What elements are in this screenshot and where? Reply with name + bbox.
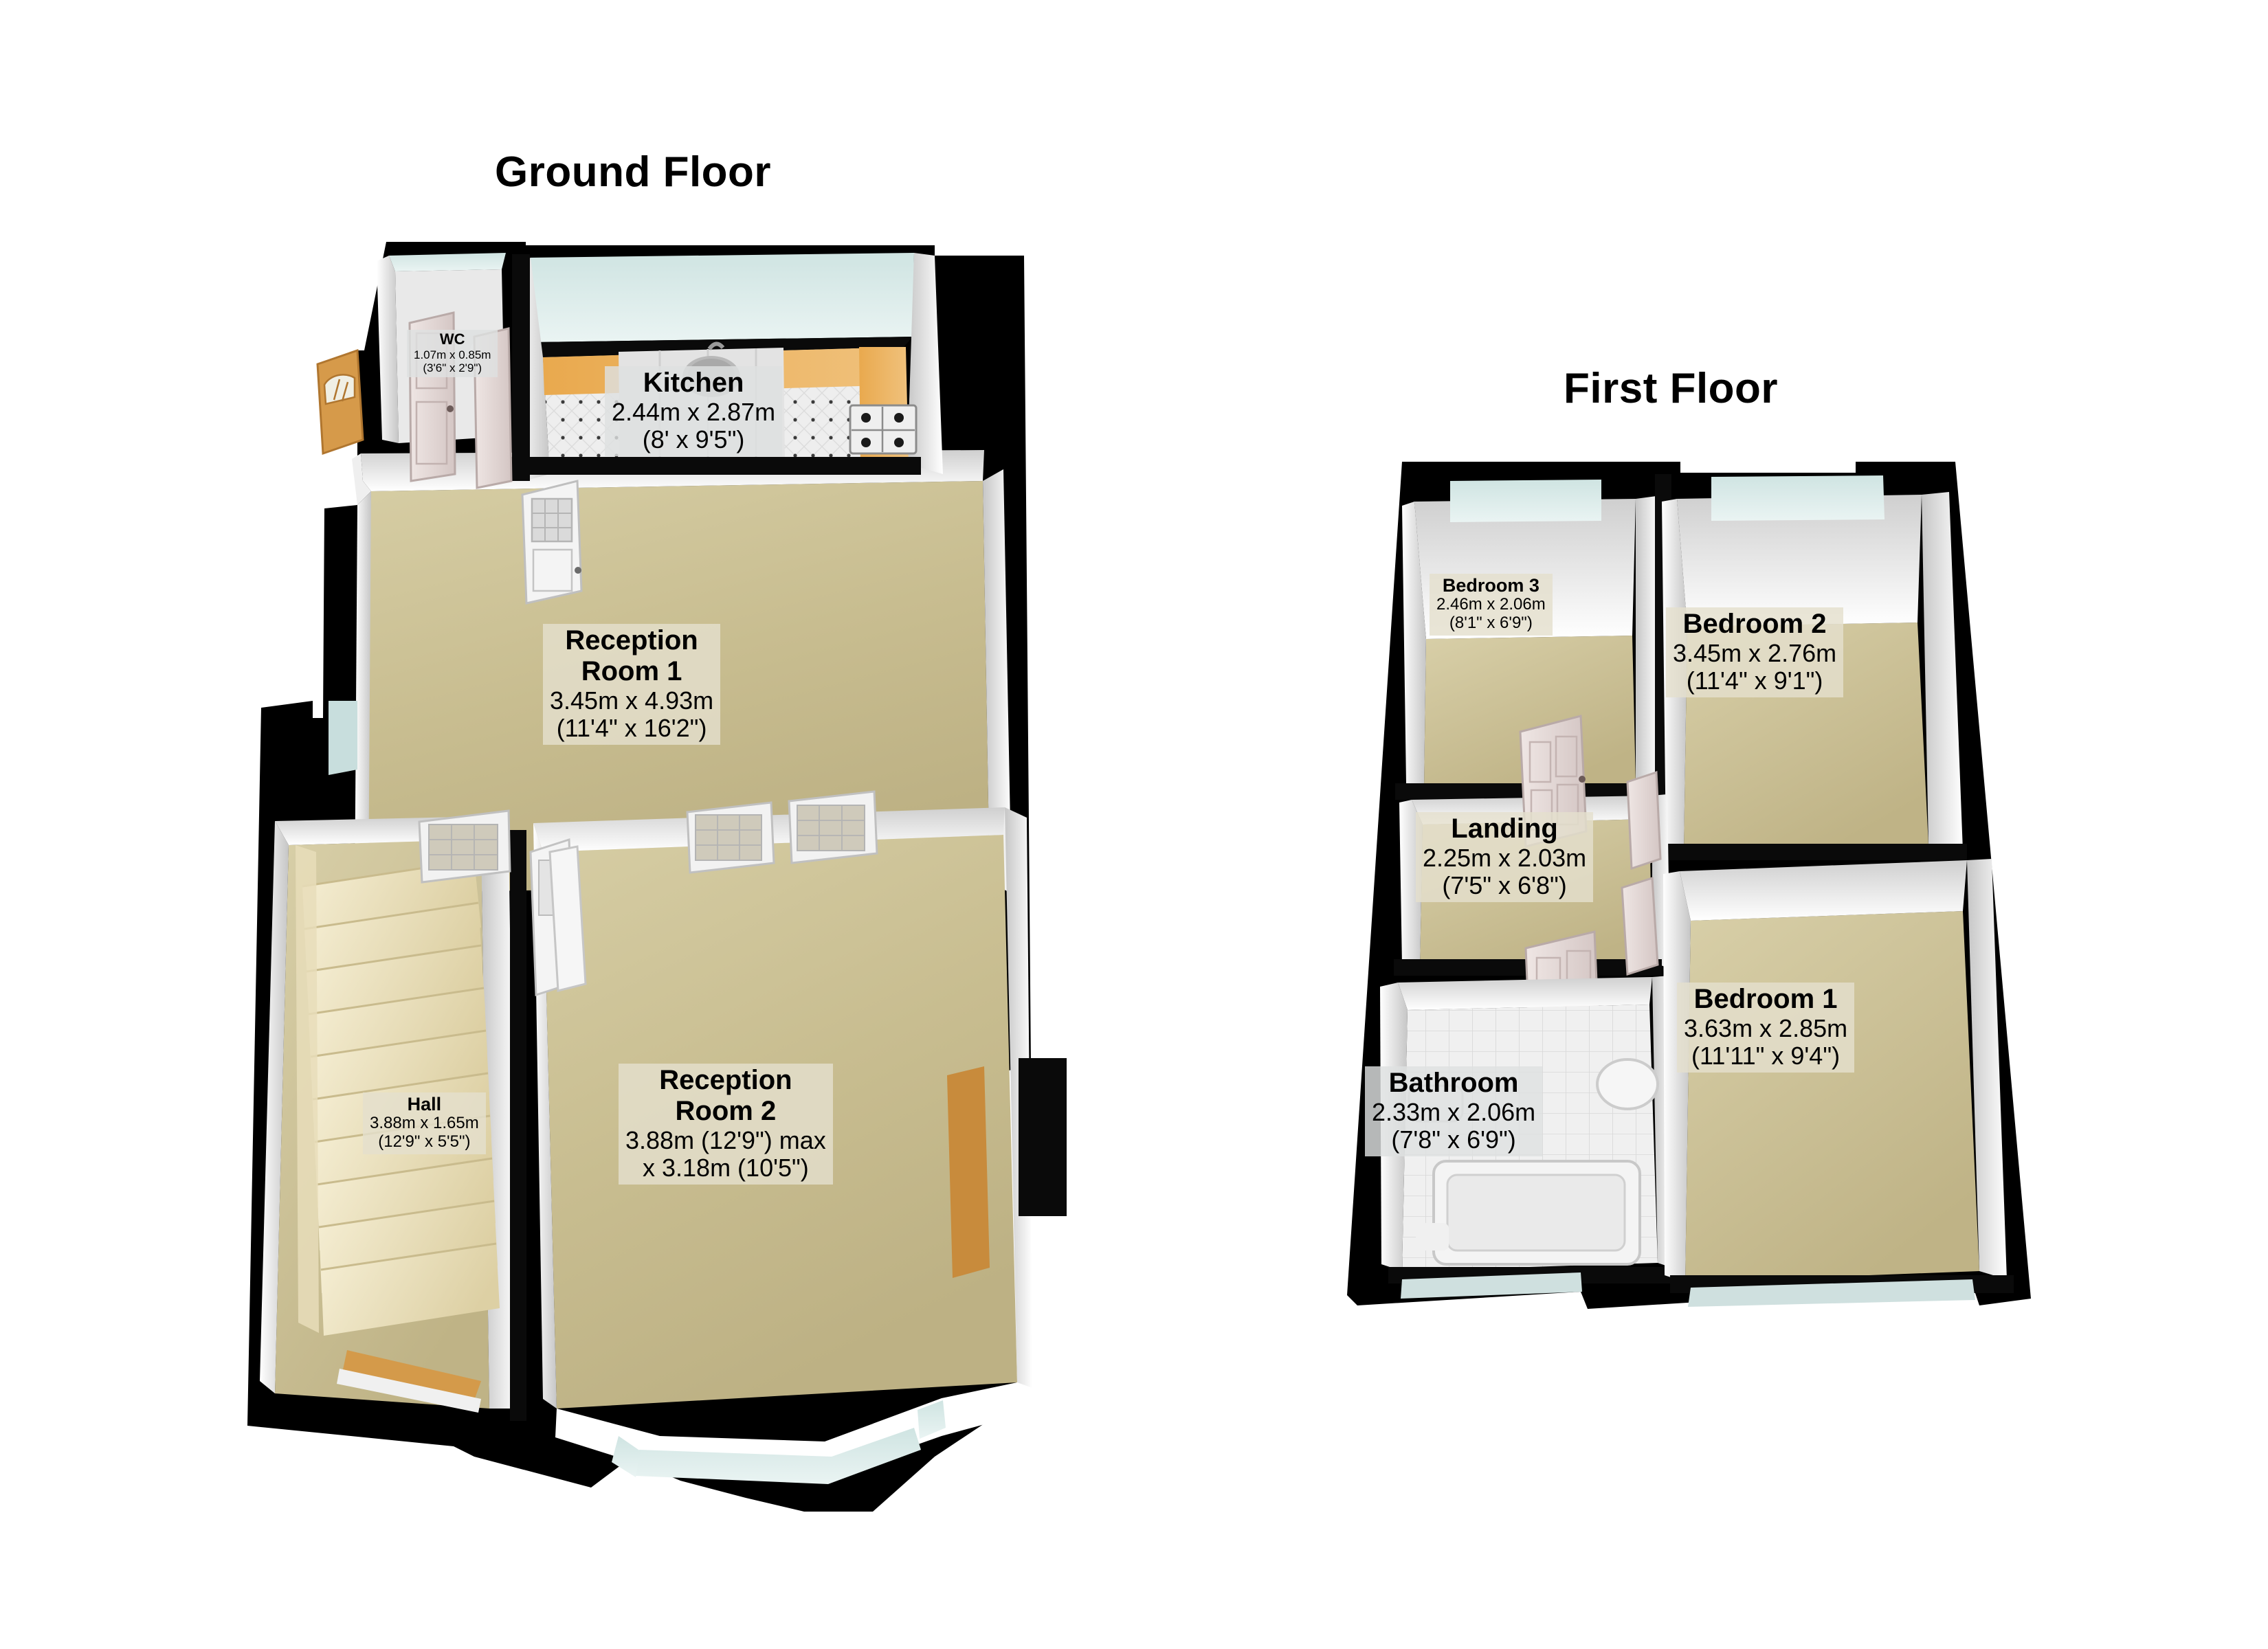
kitchen-sink-basin — [688, 359, 735, 390]
kitchen-front-wall — [481, 457, 921, 475]
kitchen-partition-wall — [512, 254, 530, 481]
front-door-fanlight-bars — [333, 379, 349, 402]
bedroom-2-wall-back — [1677, 495, 1922, 627]
reception-room-1-door-handle — [575, 567, 581, 574]
front-door — [316, 348, 364, 456]
bedroom-1-bottom-window — [1688, 1279, 1975, 1307]
reception-room-1-wall-left — [355, 491, 371, 906]
bedroom-2-window — [1711, 475, 1885, 521]
kitchen-window-band — [531, 253, 914, 342]
hall-wall-left — [260, 821, 289, 1393]
reception-room-1-door-panels — [532, 548, 573, 592]
wc-window — [389, 253, 506, 271]
staircase — [296, 845, 500, 1336]
bedroom-3-wall-right — [1636, 496, 1659, 783]
hall-door-threshold — [342, 1350, 481, 1400]
bathroom-cistern — [1416, 1223, 1449, 1250]
hall-door-1 — [473, 327, 513, 489]
bedroom-3-door-handle — [1579, 776, 1586, 783]
bathroom-bottom-window — [1401, 1272, 1582, 1299]
reception-room-1-window-recess — [329, 701, 357, 775]
hall-doorway-sill — [337, 1369, 481, 1413]
kitchen-hob-burners — [852, 407, 915, 452]
reception-room-2-bay-window-left — [612, 1436, 641, 1477]
bathtub-basin — [1446, 1174, 1626, 1252]
bathroom-toilet — [1408, 1084, 1464, 1123]
ground-floor-title: Ground Floor — [495, 148, 772, 196]
bedroom-2-door — [1626, 770, 1662, 871]
reception-room-2-bay-window — [636, 1428, 921, 1484]
first-floor-title: First Floor — [1564, 365, 1779, 412]
bathroom-wall-back — [1398, 977, 1652, 1010]
reception-room-2-bay-window-right — [918, 1400, 946, 1439]
reception-room-1-door-glass — [531, 497, 573, 543]
landing-wall-left — [1399, 800, 1423, 969]
reception-room-1-door-glass-bars — [532, 499, 572, 541]
ground-right-nib — [1019, 1058, 1067, 1216]
bedroom-3-window — [1450, 480, 1601, 522]
bedroom-1-wall-back — [1680, 860, 1967, 921]
bedroom-3-wall-left — [1402, 502, 1426, 787]
bedroom-1-wall-left — [1663, 871, 1691, 1282]
bedroom-1-wall-right — [1967, 859, 2007, 1279]
bedroom-2-front-wall — [1658, 844, 1967, 860]
wc-wall-left — [377, 256, 399, 443]
bedroom-1-floor — [1685, 911, 1979, 1282]
first-floor-graphic — [1347, 462, 2031, 1309]
reception-room-1-wall-left-return — [352, 453, 371, 505]
bedroom-1-door — [1621, 876, 1659, 976]
reception-window-panels — [418, 790, 878, 992]
hall-partition-wall — [510, 830, 526, 1421]
reception-room-2-wood-panel — [947, 1066, 990, 1278]
reception-room-1-wall-right — [983, 469, 1012, 893]
bedroom-2-wall-right — [1922, 492, 1963, 851]
ground-floor-graphic — [247, 242, 1067, 1512]
reception-room-2-floor — [543, 835, 1017, 1409]
bathroom-basin — [1596, 1058, 1659, 1110]
bedroom-2-floor — [1684, 622, 1928, 851]
kitchen-tap — [707, 341, 725, 350]
wc-door-handle — [447, 405, 454, 412]
